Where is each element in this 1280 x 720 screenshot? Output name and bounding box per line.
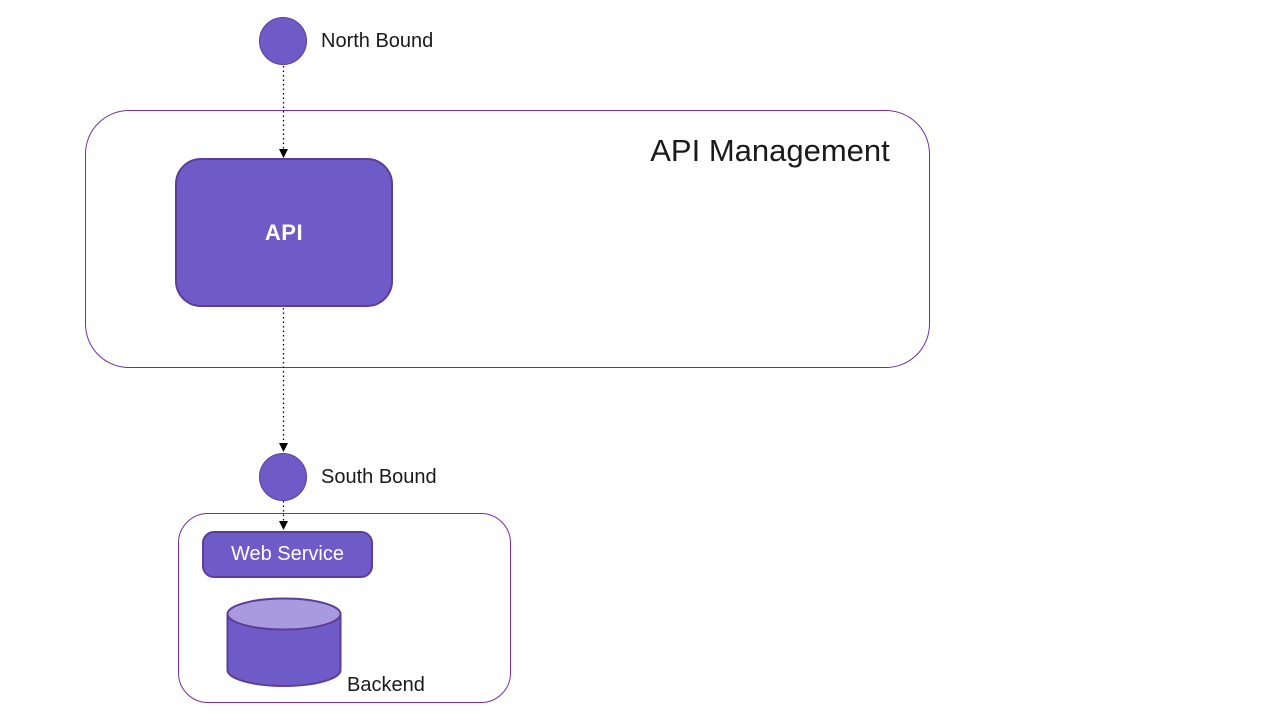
database-cylinder-body	[226, 614, 342, 687]
api-management-container	[85, 110, 930, 368]
api-shape-label: API	[264, 219, 304, 245]
backend-group-container	[178, 513, 511, 703]
north-bound-node-icon	[259, 17, 307, 65]
backend-label: Backend	[347, 674, 425, 696]
north-bound-label: North Bound	[321, 30, 434, 52]
south-bound-node-icon	[259, 453, 307, 501]
web-service-shape-label: Web Service	[230, 543, 344, 565]
api-management-title: API Management	[650, 133, 890, 168]
api-shape: API	[175, 158, 393, 307]
south-bound-label: South Bound	[321, 466, 437, 488]
connector-api-to-south-arrowhead-icon	[279, 443, 288, 452]
database-cylinder-top	[226, 597, 342, 631]
database-cylinder-icon	[226, 597, 342, 687]
web-service-shape: Web Service	[202, 531, 373, 578]
